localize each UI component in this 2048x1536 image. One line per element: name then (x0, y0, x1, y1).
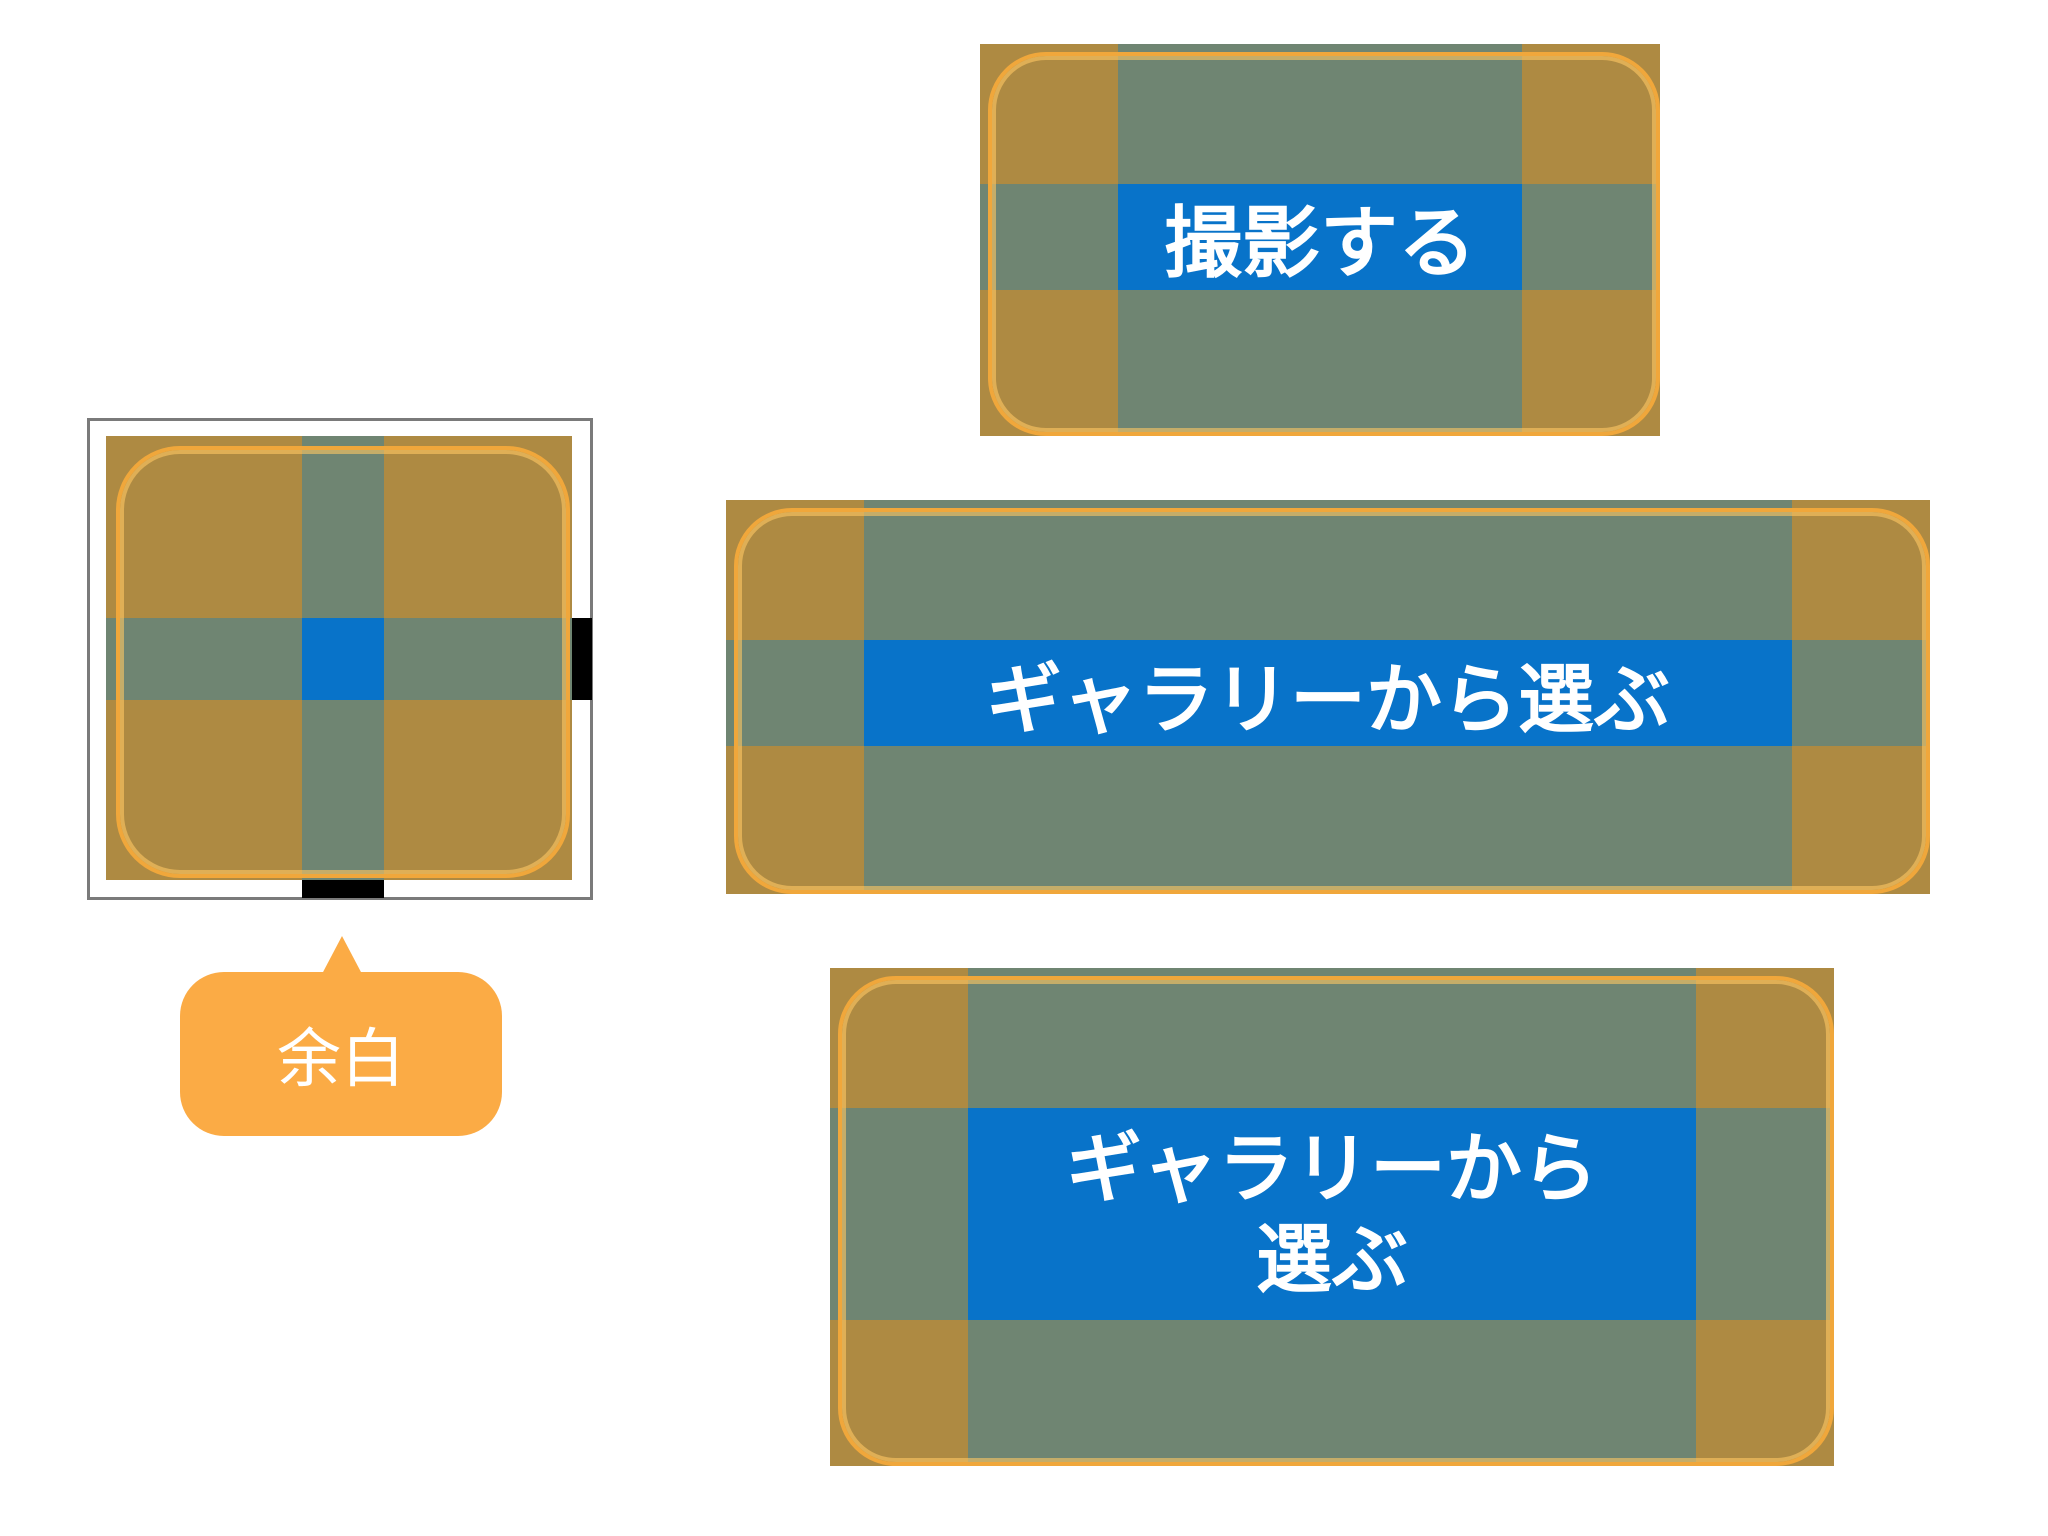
edge-top (864, 500, 1792, 640)
edge-bottom (968, 1320, 1696, 1466)
margin-marker-right (572, 618, 592, 700)
edge-left (726, 640, 864, 746)
corner-top-left (726, 500, 864, 640)
corner-top-left (830, 968, 968, 1108)
edge-right (1792, 640, 1930, 746)
edge-bottom (1118, 290, 1522, 436)
edge-right (384, 618, 572, 700)
callout-pointer (322, 936, 362, 974)
capture-button[interactable]: 撮影する (980, 44, 1660, 436)
corner-top-left (980, 44, 1118, 184)
edge-top (1118, 44, 1522, 184)
rounded-border (734, 508, 1930, 894)
margin-marker-bottom (302, 880, 384, 898)
edge-right (1522, 184, 1660, 290)
rounded-border (116, 446, 570, 878)
rounded-border (838, 976, 1834, 1466)
edge-right (1696, 1108, 1834, 1320)
gallery-button-wrapped[interactable]: ギャラリーから 選ぶ (830, 968, 1834, 1466)
center-slice (302, 618, 384, 700)
center-slice (1118, 184, 1522, 290)
gallery-button-wrapped-label: ギャラリーから 選ぶ (1066, 1123, 1598, 1304)
gallery-button-wide[interactable]: ギャラリーから選ぶ (726, 500, 1930, 894)
edge-top (968, 968, 1696, 1108)
capture-button-label: 撮影する (1163, 199, 1476, 289)
edge-left (106, 618, 302, 700)
edge-left (980, 184, 1118, 290)
center-slice (968, 1108, 1696, 1320)
edge-bottom (864, 746, 1792, 894)
gallery-button-wide-label: ギャラリーから選ぶ (986, 655, 1670, 744)
rounded-border (988, 52, 1660, 436)
edge-top (302, 436, 384, 618)
margin-callout: 余白 (180, 972, 502, 1136)
edge-bottom (302, 700, 384, 880)
edge-left (830, 1108, 968, 1320)
center-slice (864, 640, 1792, 746)
source-sprite (106, 436, 572, 880)
